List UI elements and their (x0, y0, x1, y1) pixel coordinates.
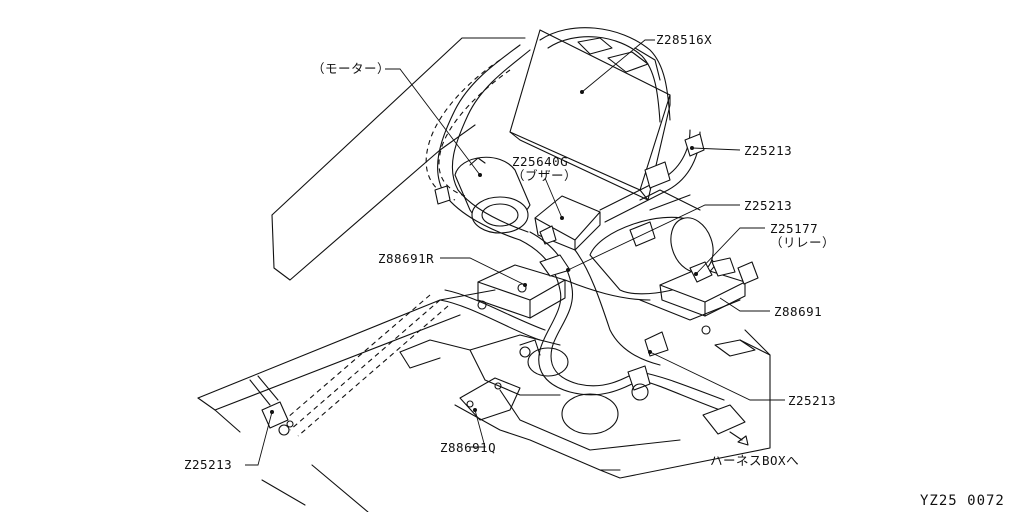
label-buzzer: （ブザー） (512, 168, 577, 183)
label-z25213-middle: Z25213 (744, 198, 792, 213)
label-relay: （リレー） (770, 235, 835, 250)
dashed-harness (279, 59, 511, 437)
label-z25213-upper: Z25213 (744, 143, 792, 158)
label-z25213-lower-right: Z25213 (788, 393, 836, 408)
label-harness-box: ハーネスBOXへ (710, 453, 799, 468)
leader-lines (245, 39, 785, 466)
label-z25177: Z25177 (770, 221, 818, 236)
label-z88691r: Z88691R (378, 251, 434, 266)
control-unit (509, 29, 671, 201)
reference-code: YZ25 0072 (920, 493, 1005, 509)
label-z88691: Z88691 (774, 304, 822, 319)
label-z88691q: Z88691Q (440, 440, 496, 455)
label-z25640g: Z25640G (512, 154, 568, 169)
label-z28516x: Z28516X (656, 32, 712, 47)
label-z25213-bottom-left: Z25213 (184, 457, 232, 472)
connectors (261, 133, 746, 436)
labels: Z28516X （モーター） Z25640G （ブザー） Z25213 Z252… (184, 32, 1005, 509)
relay-assembly (659, 257, 759, 335)
label-motor: （モーター） (312, 61, 390, 76)
buzzer (534, 195, 601, 251)
